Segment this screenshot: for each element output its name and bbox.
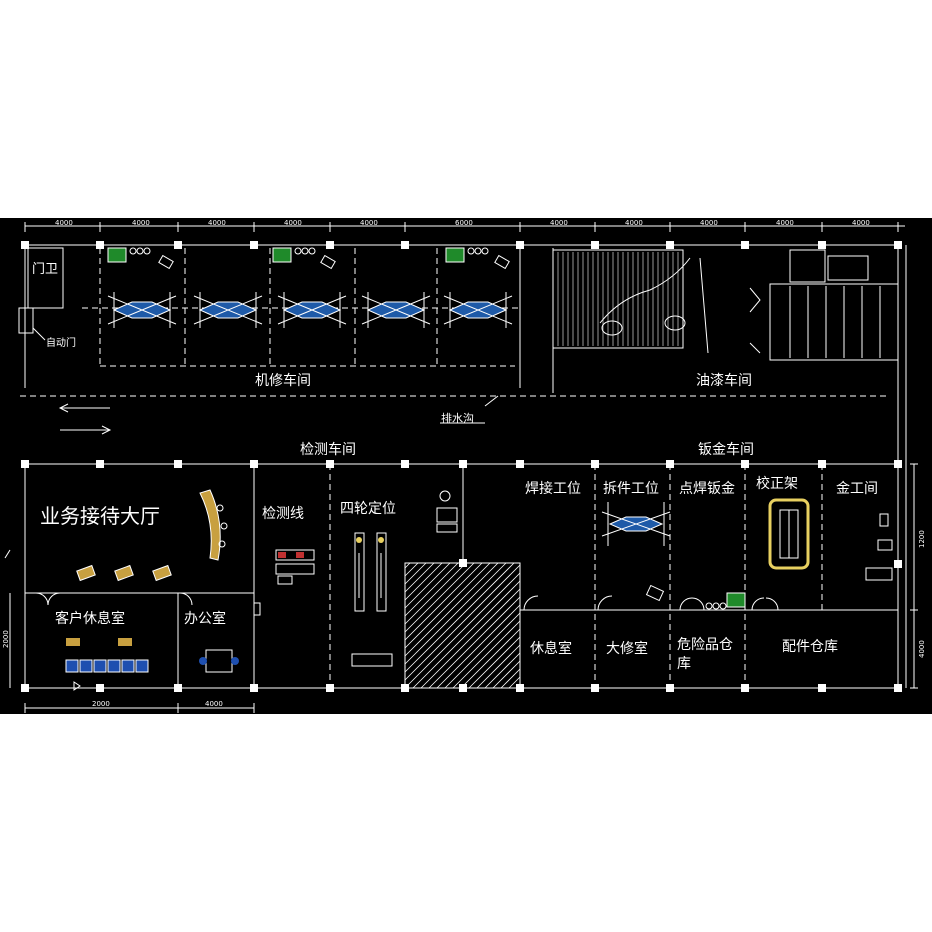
overhaul-equipment bbox=[645, 584, 665, 602]
right-dimension-line: 1200 4000 bbox=[910, 463, 926, 689]
alignment-rails bbox=[354, 532, 387, 612]
inspection-machine bbox=[436, 490, 458, 533]
drain-line: 排水沟 bbox=[20, 395, 890, 435]
lift-3 bbox=[277, 292, 347, 328]
lounge-chairs bbox=[76, 564, 172, 582]
hazmat-store-wrapper: 危险品仓库 bbox=[677, 637, 733, 672]
workbench-icons bbox=[129, 247, 510, 270]
lift-2 bbox=[193, 292, 263, 328]
spot-weld-label: 点焊钣金 bbox=[679, 481, 735, 497]
wheel-align-label: 四轮定位 bbox=[340, 501, 396, 517]
dim-top-9: 4000 bbox=[700, 219, 718, 227]
dim-right-2: 4000 bbox=[918, 640, 926, 658]
metal-room-label: 金工间 bbox=[836, 481, 878, 497]
floor-plan-drawing: 4000 4000 4000 4000 4000 6000 4000 4000 … bbox=[2, 219, 926, 713]
dim-top-10: 4000 bbox=[776, 219, 794, 227]
floor-plan: 4000 4000 4000 4000 4000 6000 4000 4000 … bbox=[0, 218, 932, 714]
room-doors bbox=[523, 595, 779, 611]
entrance-mark bbox=[4, 549, 11, 559]
gate-house: 门卫 自动门 bbox=[18, 247, 76, 349]
reception-desk bbox=[199, 489, 228, 561]
office-desk bbox=[199, 649, 239, 673]
dim-right-1: 1200 bbox=[918, 530, 926, 548]
customer-lounge-label: 客户休息室 bbox=[55, 610, 125, 627]
hatched-area bbox=[404, 562, 521, 689]
lift-4 bbox=[361, 292, 431, 328]
door-swing-3 bbox=[179, 592, 193, 606]
dim-top-2: 4000 bbox=[132, 219, 150, 227]
office-label: 办公室 bbox=[184, 610, 226, 627]
dismantle-station-label: 拆件工位 bbox=[603, 481, 659, 497]
sheet-workshop-label: 钣金车间 bbox=[698, 441, 754, 458]
inspect-line-label: 检测线 bbox=[262, 506, 304, 522]
mech-workshop-label: 机修车间 bbox=[255, 372, 311, 389]
door-swing-1 bbox=[35, 592, 49, 606]
hazmat-store-label: 危险品仓库 bbox=[677, 637, 733, 672]
dim-bottom-1: 2000 bbox=[92, 700, 110, 708]
dismantle-lift bbox=[601, 502, 671, 546]
door-swing-2 bbox=[47, 592, 61, 606]
tool-cabinet-1 bbox=[107, 247, 127, 263]
dim-top-1: 4000 bbox=[55, 219, 73, 227]
lounge-table-1 bbox=[66, 638, 80, 646]
paint-workshop-label: 油漆车间 bbox=[696, 372, 752, 389]
paint-booth bbox=[552, 249, 709, 354]
dim-top-6: 6000 bbox=[455, 219, 473, 227]
calib-frame-label: 校正架 bbox=[756, 475, 798, 492]
dim-top-5: 4000 bbox=[360, 219, 378, 227]
lift-5 bbox=[443, 292, 513, 328]
parts-store-label: 配件仓库 bbox=[782, 639, 838, 655]
dim-top-4: 4000 bbox=[284, 219, 302, 227]
bottom-dimension-line: 2000 4000 bbox=[24, 700, 255, 713]
weld-station-label: 焊接工位 bbox=[525, 480, 581, 497]
office-window bbox=[253, 602, 261, 616]
rest-room-label: 休息室 bbox=[530, 640, 572, 657]
inspection-equipment bbox=[275, 549, 315, 585]
dim-left-1: 2000 bbox=[2, 630, 10, 648]
dim-top-3: 4000 bbox=[208, 219, 226, 227]
alignment-console bbox=[351, 653, 393, 667]
top-dimension-line: 4000 4000 4000 4000 4000 6000 4000 4000 … bbox=[24, 219, 905, 232]
auto-door-label: 自动门 bbox=[46, 336, 76, 349]
dim-bottom-2: 4000 bbox=[205, 700, 223, 708]
lounge-table-2 bbox=[118, 638, 132, 646]
lift-1 bbox=[107, 292, 177, 328]
calibration-frame bbox=[768, 498, 810, 570]
tool-cabinet-3 bbox=[445, 247, 465, 263]
dim-top-8: 4000 bbox=[625, 219, 643, 227]
paint-drying-area bbox=[749, 249, 899, 361]
drain-label: 排水沟 bbox=[441, 411, 474, 425]
dim-top-11: 4000 bbox=[852, 219, 870, 227]
hazmat-equipment bbox=[705, 592, 746, 610]
metal-tools bbox=[865, 513, 893, 581]
inspect-workshop-label: 检测车间 bbox=[300, 441, 356, 458]
overhaul-room-label: 大修室 bbox=[606, 640, 648, 657]
left-dimension-line: 2000 bbox=[2, 593, 11, 688]
dim-top-7: 4000 bbox=[550, 219, 568, 227]
gate-label: 门卫 bbox=[32, 262, 58, 277]
tool-cabinet-2 bbox=[272, 247, 292, 263]
lounge-sofa bbox=[65, 659, 149, 691]
reception-hall-label: 业务接待大厅 bbox=[40, 504, 160, 528]
